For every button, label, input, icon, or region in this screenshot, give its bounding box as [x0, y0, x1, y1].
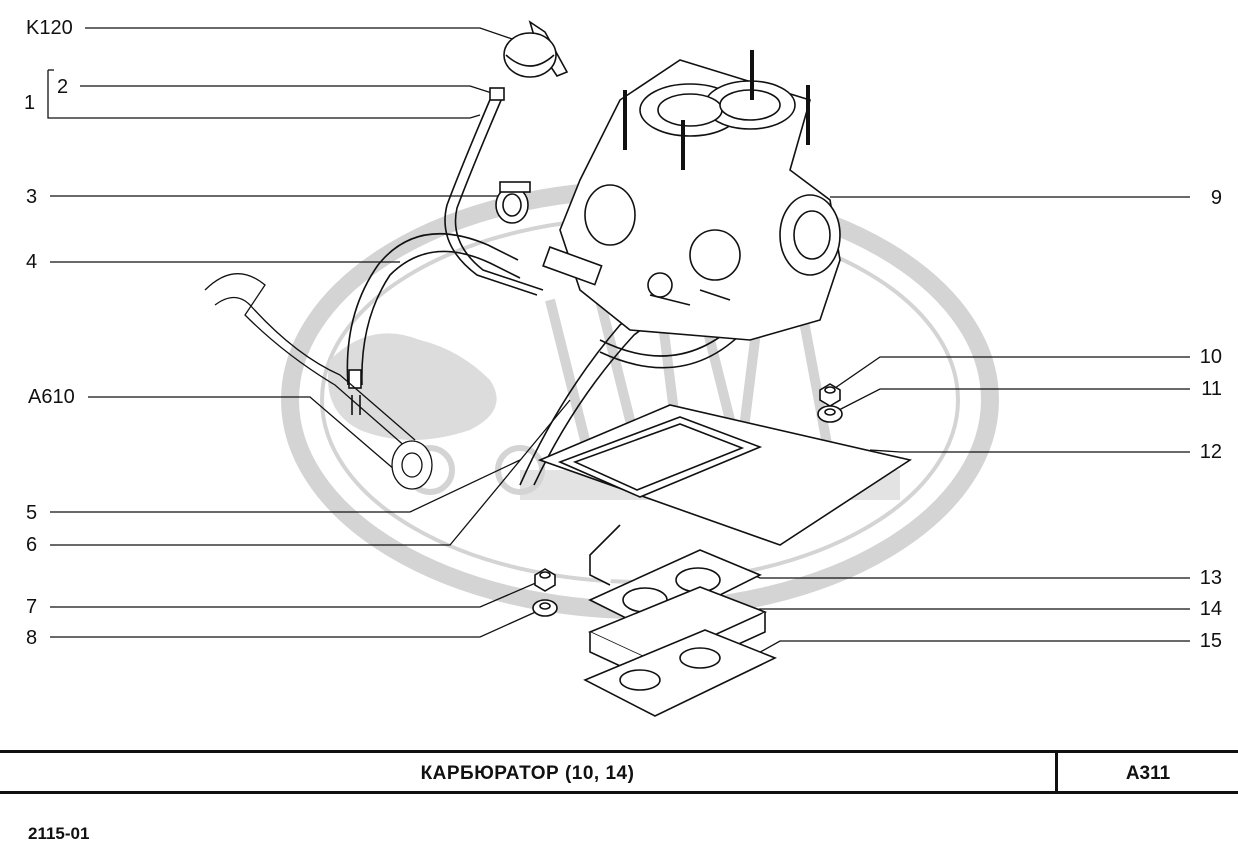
part-15-gasket: [583, 629, 777, 717]
callout-9: 9: [1210, 187, 1222, 209]
title-bar-divider: [1055, 753, 1058, 791]
callout-14: 14: [1199, 598, 1222, 620]
part-13-gasket: [588, 549, 762, 631]
diagram-title: КАРБЮРАТОР (10, 14): [420, 763, 635, 784]
leader-lines: [47, 27, 1190, 656]
title-bar: КАРБЮРАТОР (10, 14) A311: [0, 750, 1238, 794]
callout-3: 3: [26, 186, 38, 208]
part-12-plate: [537, 404, 913, 586]
part-tubes-5-6: [519, 294, 746, 486]
callout-a610: A610: [28, 386, 75, 408]
callout-15: 15: [1199, 630, 1222, 652]
callout-11: 11: [1201, 378, 1222, 400]
callout-6: 6: [26, 534, 38, 556]
callout-k120: K120: [26, 17, 73, 39]
part-7-nut: [534, 568, 556, 592]
callout-13: 13: [1199, 567, 1222, 589]
model-code: 2115-01: [28, 824, 90, 843]
callout-5: 5: [26, 502, 38, 524]
part-k120-cap: [503, 20, 569, 78]
part-10-nut: [819, 383, 841, 407]
part-a610-hose: [204, 272, 433, 490]
callout-12: 12: [1199, 441, 1222, 463]
part-hose-1: [444, 87, 544, 296]
part-11-washer: [817, 405, 843, 423]
carburetor-exploded-diagram: [47, 20, 1190, 717]
carburetor-body: [542, 50, 841, 341]
part-8-washer: [532, 599, 558, 617]
callout-10: 10: [1199, 346, 1222, 368]
part-hose-4: [346, 233, 521, 415]
callout-8: 8: [26, 627, 38, 649]
part-clamp-3: [495, 181, 531, 224]
callout-7: 7: [26, 596, 38, 618]
callout-2: 2: [57, 76, 69, 98]
callout-1: 1: [24, 92, 36, 114]
callout-4: 4: [26, 251, 38, 273]
diagram-code: A311: [1125, 763, 1171, 784]
